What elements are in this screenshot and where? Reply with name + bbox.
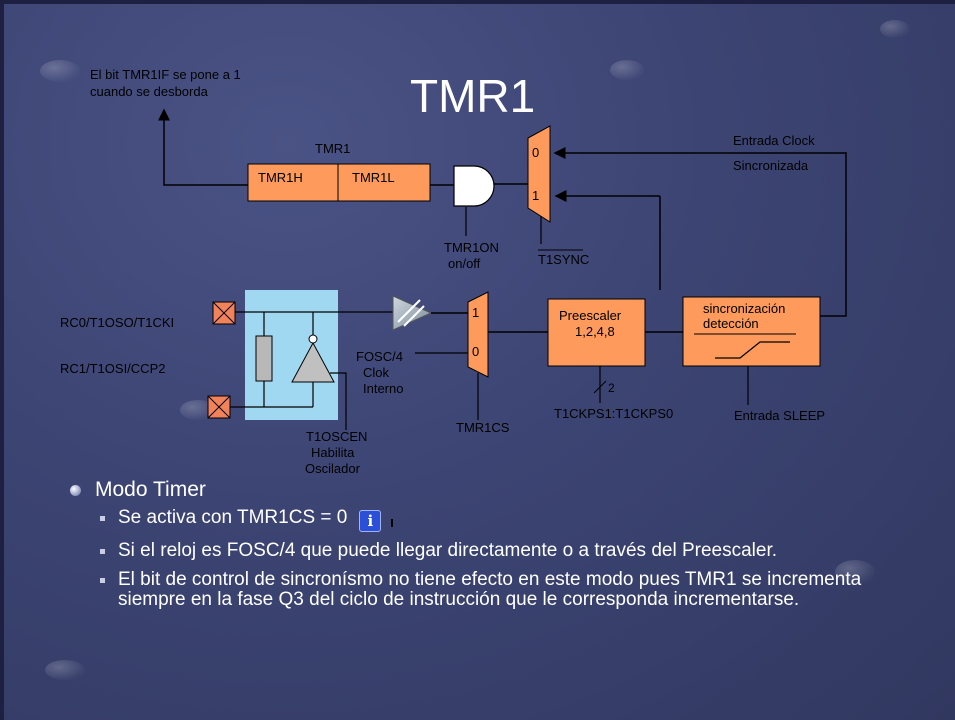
bullet-item: El bit de control de sincronísmo no tien… <box>70 570 878 610</box>
background-drop <box>180 400 216 420</box>
t1ckps-label: T1CKPS1:T1CKPS0 <box>554 406 673 421</box>
src-mux-in0: 0 <box>472 344 479 359</box>
tmr1l-block <box>337 163 431 202</box>
t1oscen-label: Oscilador <box>305 461 361 476</box>
tmr1l-label: TMR1L <box>352 170 395 185</box>
t1oscen-wire <box>330 372 347 430</box>
tmr1on-label: on/off <box>448 256 481 271</box>
prescaler-label: 1,2,4,8 <box>575 324 615 339</box>
edge-symbol <box>715 341 790 359</box>
clock-sync-label: Entrada Clock <box>733 133 815 148</box>
background-drop <box>880 20 910 38</box>
tmr1h-label: TMR1H <box>258 170 303 185</box>
overflow-note: El bit TMR1IF se pone a 1 <box>90 67 241 82</box>
schmitt-buffer <box>392 295 433 331</box>
clock-source-mux <box>467 291 489 378</box>
t1oscen-label: Habilita <box>311 445 355 460</box>
clock-sync-label: Sincronizada <box>733 158 809 173</box>
overflow-note: cuando se desborda <box>90 84 209 99</box>
bullet-item-text: El bit de control de sincronísmo no tien… <box>118 569 862 610</box>
resistor <box>255 335 273 382</box>
pin-rc0-label: RC0/T1OSO/T1CKI <box>60 315 174 330</box>
bullet-list: Modo Timer Se activa con TMR1CS = 0 i Si … <box>70 478 930 619</box>
prescaler-bits: 2 <box>608 381 615 395</box>
bullet-item: Se activa con TMR1CS = 0 i <box>70 508 878 532</box>
sync-mux-in0: 0 <box>532 145 539 160</box>
bullet-square-icon <box>100 578 105 583</box>
sync-detect-block <box>682 296 821 367</box>
bullet-square-icon <box>100 516 105 521</box>
bullet-item-text: Se activa con TMR1CS = 0 <box>118 507 348 528</box>
and-gate <box>453 165 495 207</box>
sync-mux-in1: 1 <box>532 188 539 203</box>
bullet-heading-text: Modo Timer <box>95 478 206 501</box>
bullet-dot-icon <box>70 484 81 496</box>
sync-detect-label: detección <box>703 316 759 331</box>
tmr1on-label: TMR1ON <box>444 240 499 255</box>
bullet-heading: Modo Timer <box>70 478 930 502</box>
sync-mux <box>527 125 551 223</box>
bullet-item: Si el reloj es FOSC/4 que puede llegar d… <box>70 541 878 561</box>
pin-rc1-label: RC1/T1OSI/CCP2 <box>60 361 165 376</box>
info-icon[interactable]: i <box>359 510 382 532</box>
bus-slash <box>593 380 607 394</box>
src-mux-in1: 1 <box>472 305 479 320</box>
tmr1-register-label: TMR1 <box>315 141 350 156</box>
background-drop <box>45 660 85 680</box>
background-drop <box>40 60 80 82</box>
bullet-square-icon <box>100 549 105 554</box>
tmr1h-block <box>247 163 339 202</box>
t1oscen-label: T1OSCEN <box>306 429 367 444</box>
fosc-label: Clok <box>363 365 390 380</box>
sleep-input-label: Entrada SLEEP <box>734 408 825 423</box>
t1sync-label: T1SYNC <box>538 252 589 267</box>
fosc-label: FOSC/4 <box>356 349 403 364</box>
background-drop <box>835 560 875 584</box>
prescaler-block <box>547 298 646 367</box>
overflow-arrow <box>158 108 248 186</box>
sync-detect-label: sincronización <box>703 301 785 316</box>
slide-title: TMR1 <box>410 70 535 122</box>
fosc-label: Interno <box>363 381 403 396</box>
sync-feedback-wire <box>553 147 847 317</box>
tmr1cs-label: TMR1CS <box>456 420 510 435</box>
prescaler-label: Preescaler <box>559 308 622 323</box>
background-drop <box>610 60 644 80</box>
bullet-item-text: Si el reloj es FOSC/4 que puede llegar d… <box>118 540 778 561</box>
cursor-mark <box>391 519 394 527</box>
timer1-block-diagram: TMR1 El bit TMR1IF se pone a 1 cuando se… <box>60 67 847 476</box>
